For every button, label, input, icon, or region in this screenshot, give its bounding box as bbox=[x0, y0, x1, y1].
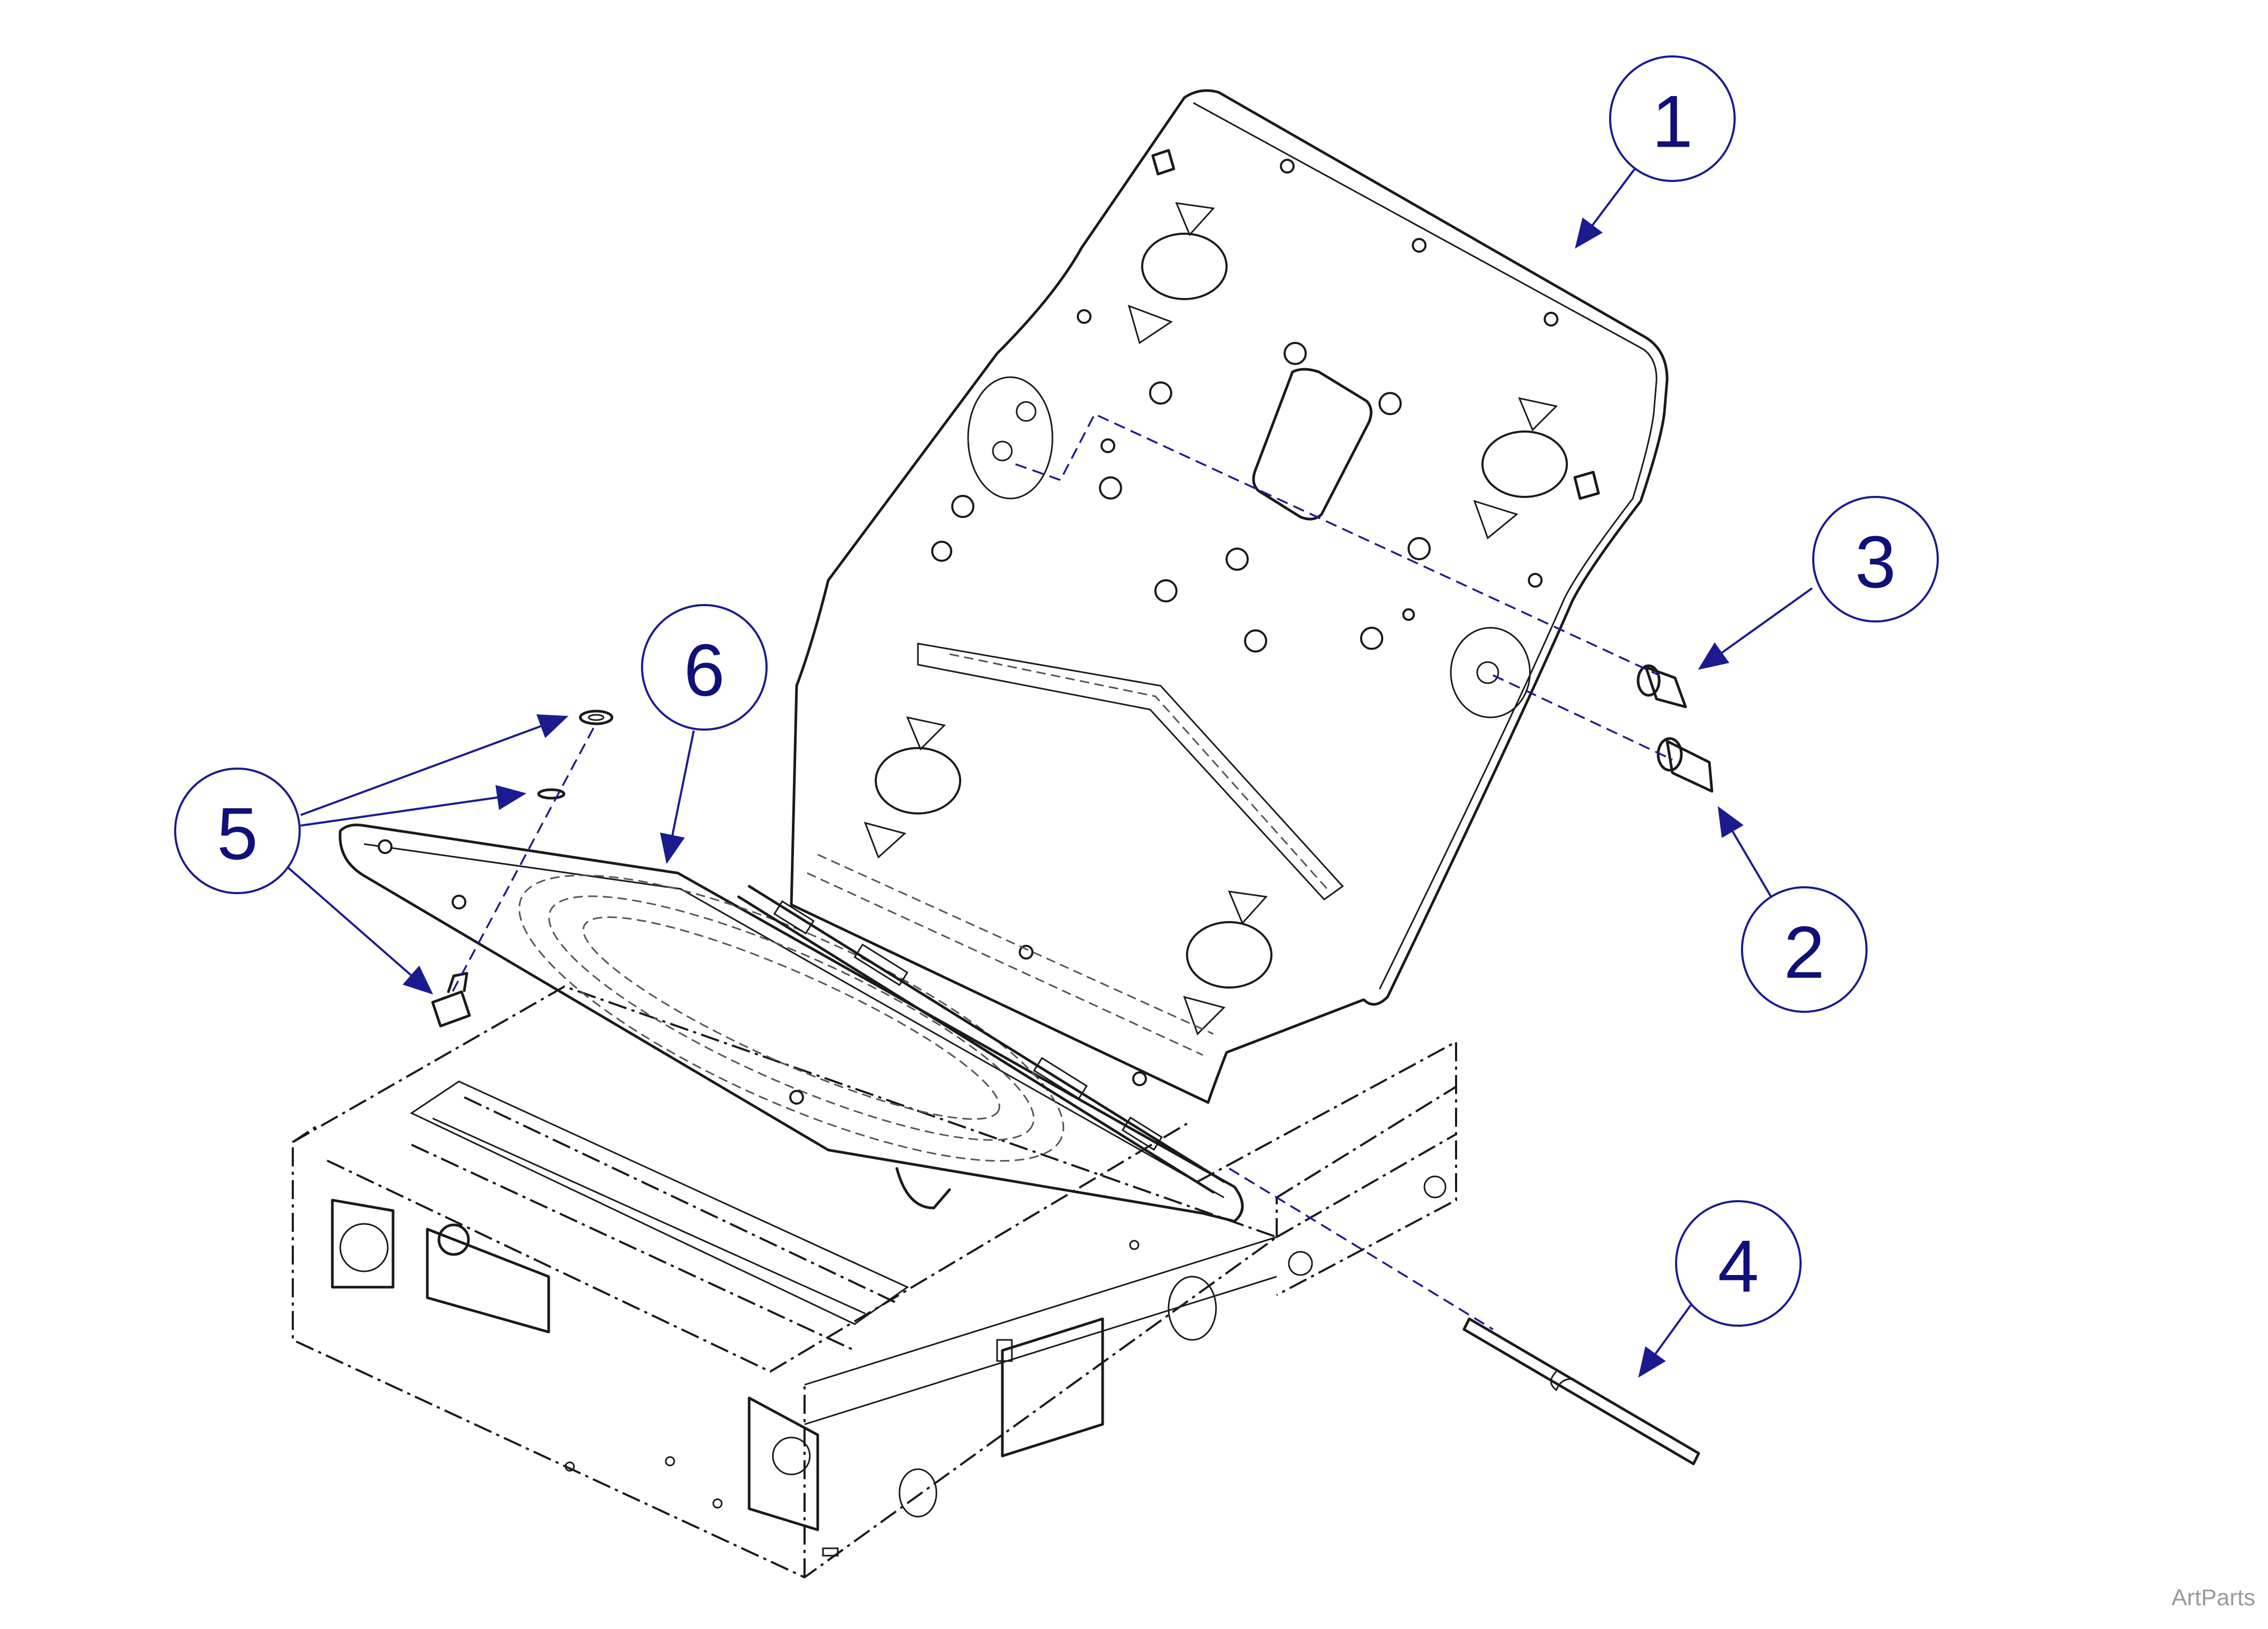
callout-balloon-2: 2 bbox=[1741, 886, 1868, 1013]
callout-balloon-3: 3 bbox=[1812, 496, 1939, 622]
seat-pan bbox=[339, 823, 1244, 1223]
hinge-pin bbox=[1462, 1317, 1700, 1465]
callout-label-2: 2 bbox=[1784, 911, 1825, 994]
watermark: ArtParts bbox=[2171, 1585, 2255, 1611]
callout-label-4: 4 bbox=[1718, 1225, 1759, 1308]
explode-lines bbox=[450, 413, 1673, 1330]
callout-balloon-1: 1 bbox=[1609, 55, 1736, 182]
callout-balloon-6: 6 bbox=[641, 604, 768, 731]
callout-balloon-5: 5 bbox=[174, 768, 301, 894]
leader-arrows bbox=[281, 160, 1813, 1378]
base-frame bbox=[292, 985, 1457, 1579]
callout-label-1: 1 bbox=[1652, 80, 1693, 163]
fastener-set-part-5 bbox=[431, 710, 614, 1028]
callout-balloon-4: 4 bbox=[1675, 1200, 1802, 1327]
callout-label-6: 6 bbox=[684, 629, 725, 712]
bumper-part-3 bbox=[1637, 664, 1687, 708]
backrest-plate bbox=[790, 89, 1669, 1104]
callout-label-3: 3 bbox=[1855, 521, 1896, 603]
bumper-part-2 bbox=[1657, 737, 1714, 793]
callout-label-5: 5 bbox=[217, 792, 258, 875]
